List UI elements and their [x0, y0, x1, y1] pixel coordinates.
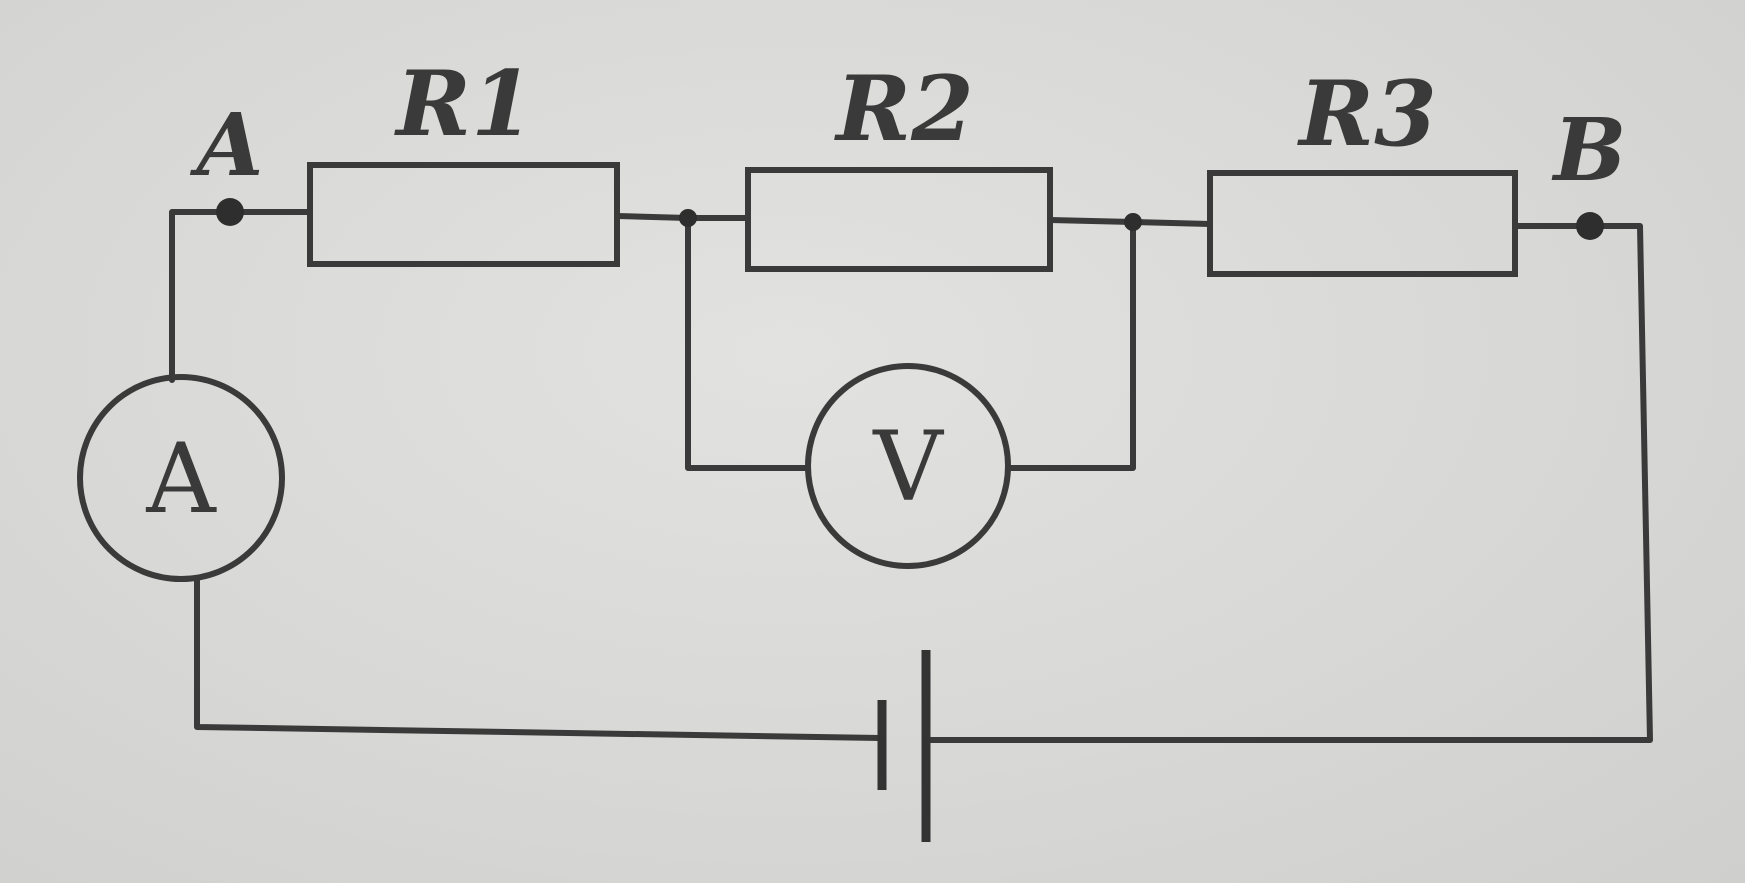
resistor-r1: [307, 162, 620, 267]
wire-voltmeter-left: [685, 215, 811, 471]
wire-ammeter-to-battery: [194, 575, 883, 741]
wire-a-to-ammeter: [169, 209, 233, 383]
voltmeter-circle: [805, 363, 1011, 569]
junction-left-dot: [679, 209, 697, 227]
wire-r2-to-node-right: [1047, 217, 1136, 225]
resistor-r2: [745, 167, 1053, 272]
voltmeter-label: V: [872, 411, 944, 523]
wires: [169, 209, 1653, 743]
junction-right-dot: [1124, 213, 1142, 231]
terminal-b-label: B: [1551, 100, 1627, 201]
resistor-r1-label: R1: [393, 51, 533, 157]
battery-icon: [877, 650, 931, 842]
wire-node-right-to-r3: [1130, 219, 1213, 227]
ammeter-circle: [77, 374, 285, 582]
terminal-b-dot: [1576, 212, 1604, 240]
wire-r1-to-node-left: [614, 213, 691, 221]
ammeter-label: A: [145, 423, 217, 535]
resistor-r2-label: R2: [833, 56, 973, 162]
resistor-r3: [1207, 170, 1518, 277]
wire-voltmeter-right: [1005, 219, 1136, 471]
terminal-a-dot: [216, 198, 244, 226]
wire-b-right-side: [927, 223, 1653, 743]
terminal-a-label: A: [190, 95, 264, 196]
resistor-r3-label: R3: [1296, 61, 1436, 167]
